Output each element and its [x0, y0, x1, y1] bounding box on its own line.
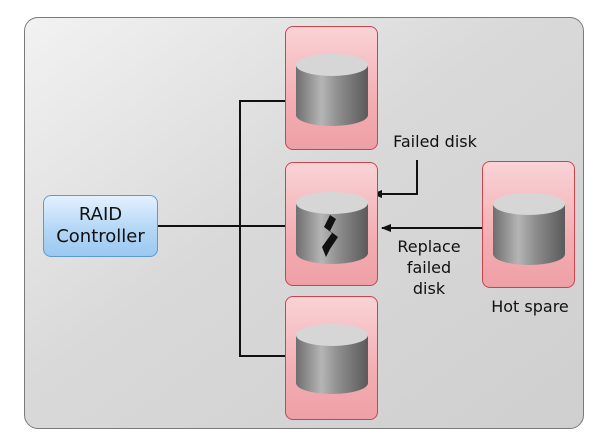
replace-label-line3: disk	[412, 279, 446, 298]
disk-box-bottom	[285, 296, 378, 420]
failed-disk-label: Failed disk	[393, 132, 477, 151]
failed-disk-arrow	[372, 160, 418, 198]
raid-controller-label-line2: Controller	[56, 226, 145, 247]
hot-spare-disk-icon	[493, 193, 565, 265]
failed-disk-icon	[296, 192, 368, 264]
disk-box-hot-spare	[482, 161, 575, 288]
raid-controller-label-line1: RAID	[78, 204, 123, 225]
replace-failed-disk-label: Replace failed disk	[382, 236, 476, 299]
disk-box-failed	[285, 162, 378, 286]
raid-controller-box: RAID Controller	[43, 195, 158, 257]
disk-box-top	[285, 26, 378, 150]
crack-icon	[322, 215, 338, 257]
replace-label-line1: Replace	[397, 237, 461, 256]
disk-icon	[296, 54, 368, 126]
disk-icon	[296, 324, 368, 394]
bus-line	[239, 100, 285, 357]
replace-label-line2: failed	[406, 258, 452, 277]
hot-spare-label: Hot spare	[491, 297, 569, 316]
